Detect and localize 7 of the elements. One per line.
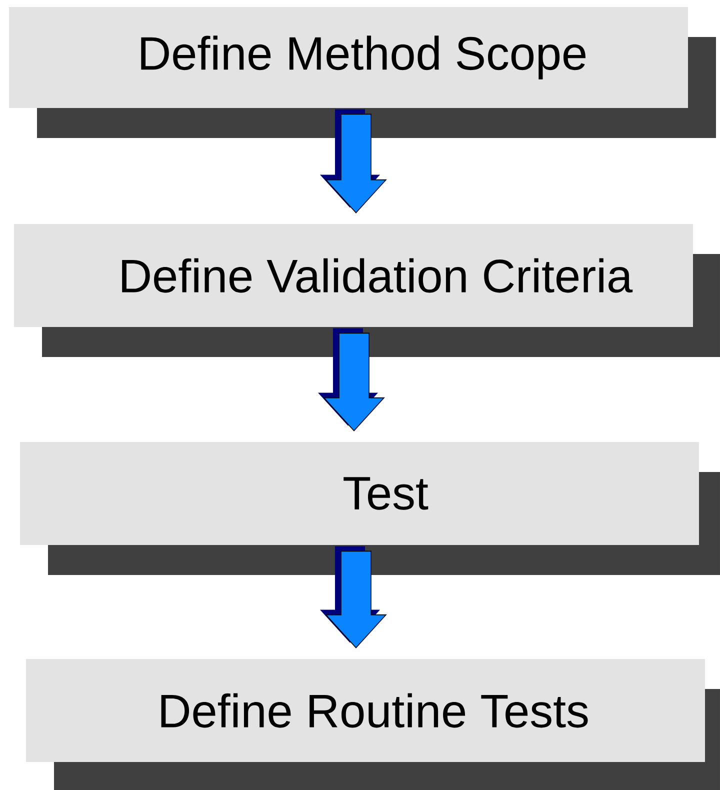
process-box: Test xyxy=(20,442,699,545)
process-box: Define Validation Criteria xyxy=(14,224,693,327)
process-box: Define Method Scope xyxy=(9,7,688,108)
process-box: Define Routine Tests xyxy=(26,659,705,762)
block-arrow xyxy=(320,109,387,214)
block-arrow xyxy=(318,328,385,432)
block-arrow xyxy=(320,546,387,648)
